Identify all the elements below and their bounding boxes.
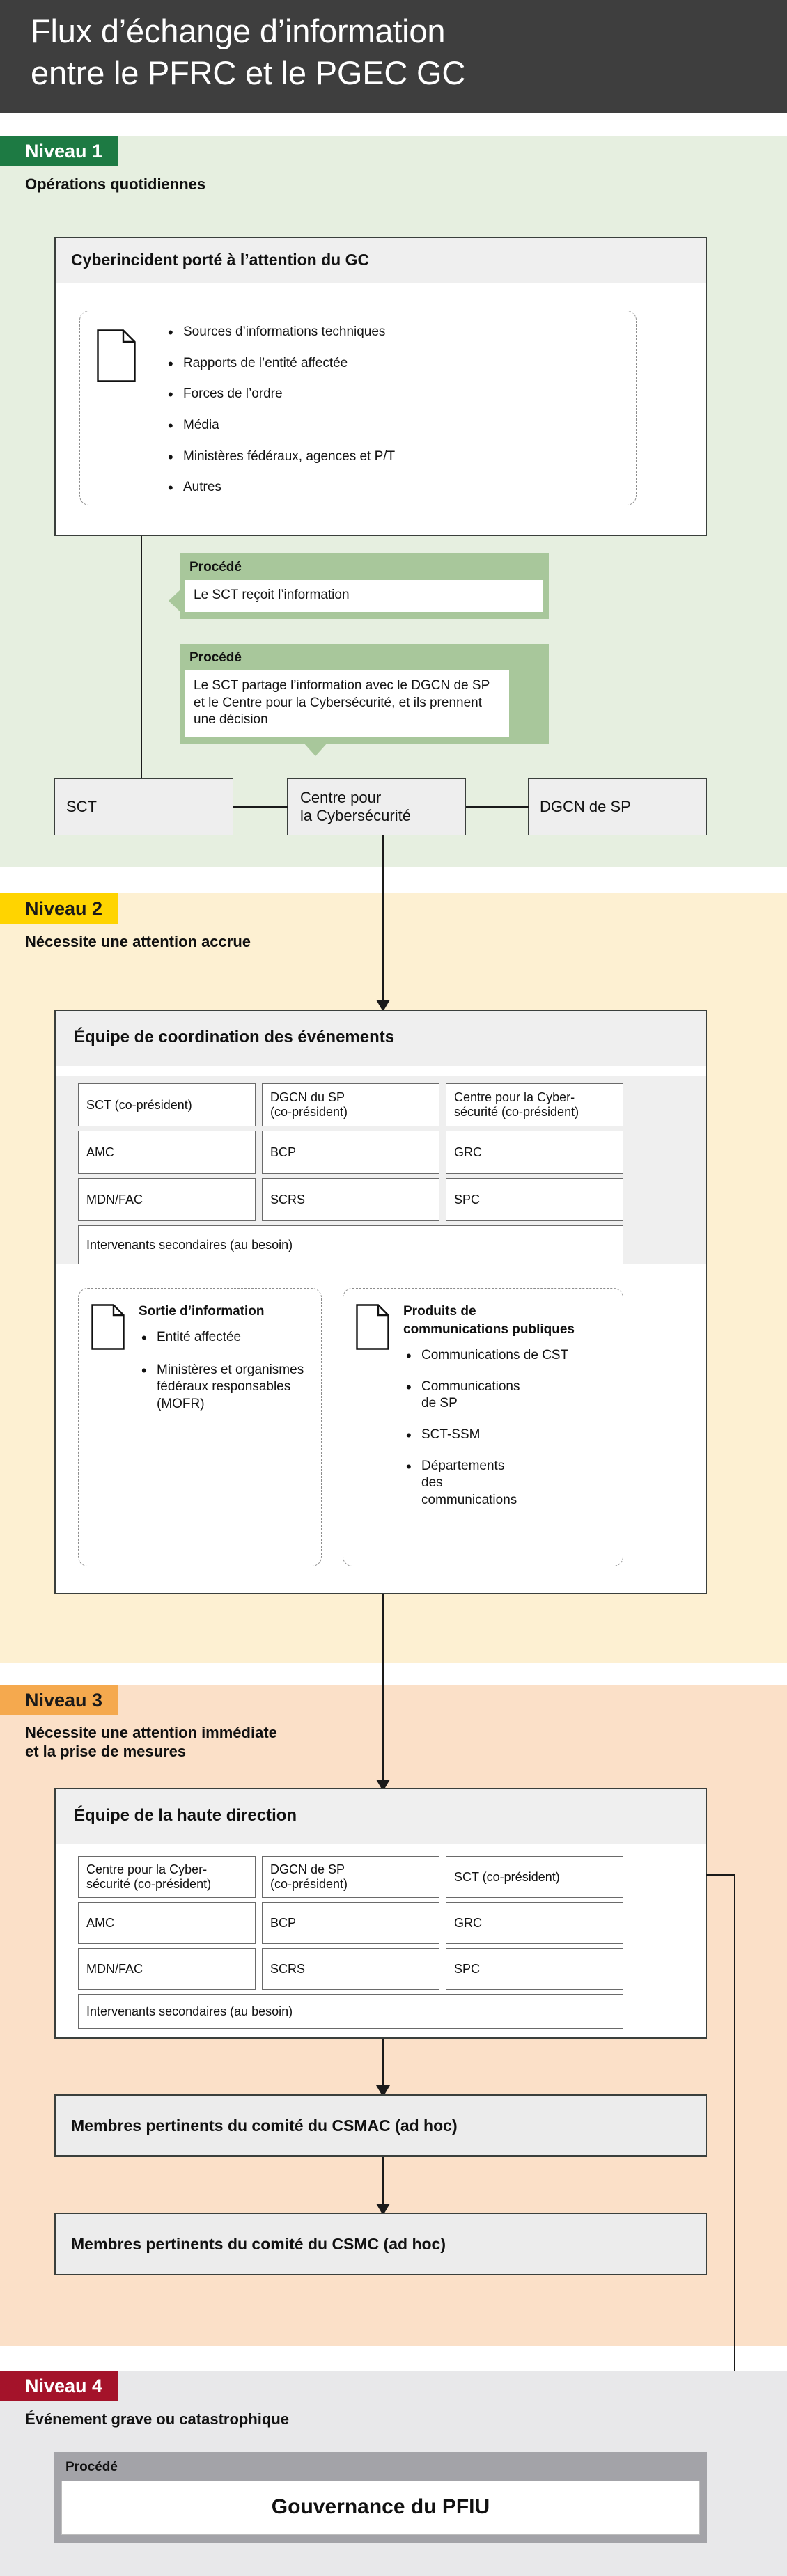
connector-branch-down: [734, 1874, 735, 2403]
connector-centre-to-level2: [382, 835, 384, 1008]
org-box-dgcn-sp[interactable]: DGCN de SP: [528, 778, 707, 835]
event-coordination-panel: Équipe de coordination des événements SC…: [54, 1010, 707, 1594]
event-coordination-panel-title: Équipe de coordination des événements: [56, 1011, 706, 1066]
callout-tail-bottom: [304, 743, 327, 757]
committee-csmac-box[interactable]: Membres pertinents du comité du CSMAC (a…: [54, 2094, 707, 2157]
level-3-badge: Niveau 3: [0, 1685, 118, 1715]
arrowhead-to-csmc: [376, 2204, 390, 2215]
list-item: Entité affectée: [139, 1328, 304, 1348]
list-item: Forces de l’ordre: [165, 385, 611, 405]
level-2-badge: Niveau 2: [0, 893, 118, 924]
output-information-list: Entité affectée Ministères et organismes…: [139, 1328, 304, 1413]
member-cell[interactable]: BCP: [262, 1131, 439, 1174]
level-1-badge: Niveau 1: [0, 136, 118, 166]
list-item: Sources d’informations techniques: [165, 323, 611, 343]
public-communications-heading-line1: Produits de: [403, 1304, 476, 1319]
public-communications-region: Produits de communications publiques Com…: [343, 1288, 623, 1566]
arrowhead-to-level2-panel: [376, 1000, 390, 1012]
member-cell[interactable]: AMC: [78, 1131, 256, 1174]
level-1-subtitle: Opérations quotidiennes: [25, 175, 206, 193]
document-icon: [97, 329, 136, 382]
document-icon: [91, 1304, 125, 1350]
member-cell[interactable]: SCT (co-président): [78, 1083, 256, 1126]
secondary-responders-cell[interactable]: Intervenants secondaires (au besoin): [78, 1994, 623, 2029]
secondary-responders-cell[interactable]: Intervenants secondaires (au besoin): [78, 1225, 623, 1264]
connector-to-csmc: [382, 2157, 384, 2213]
level-4-subtitle: Événement grave ou catastrophique: [25, 2410, 289, 2428]
list-item: Média: [165, 416, 611, 436]
level-2-subtitle: Nécessite une attention accrue: [25, 933, 251, 950]
org-box-centre-cybersecurite[interactable]: Centre pour la Cybersécurité: [287, 778, 466, 835]
callout-tail-left: [169, 590, 180, 612]
process-text[interactable]: Gouvernance du PFIU: [61, 2481, 700, 2535]
member-cell[interactable]: GRC: [446, 1902, 623, 1944]
list-item: Communications de CST: [403, 1346, 612, 1366]
connector-level2-to-level3: [382, 1594, 384, 1788]
process-label: Procédé: [189, 650, 242, 665]
document-icon: [356, 1304, 389, 1350]
page-title-line2: entre le PFRC et le PGEC GC: [31, 54, 466, 91]
connector-centre-dgcn: [466, 806, 529, 808]
list-item: Communications de SP: [403, 1378, 520, 1413]
diagram-title-bar: Flux d’échange d’information entre le PF…: [0, 0, 787, 113]
list-item: SCT-SSM: [403, 1426, 612, 1445]
cyberincident-panel-title: Cyberincident porté à l’attention du GC: [56, 238, 706, 283]
connector-branch-out: [706, 1874, 735, 1876]
process-text: Le SCT reçoit l’information: [185, 580, 543, 612]
page-title-line1: Flux d’échange d’information: [31, 13, 446, 49]
public-communications-list: Communications de CST Communications de …: [403, 1346, 612, 1509]
output-information-region: Sortie d’information Entité affectée Min…: [78, 1288, 322, 1566]
org-box-sct[interactable]: SCT: [54, 778, 233, 835]
process-callout-1: Procédé Le SCT reçoit l’information: [169, 553, 549, 619]
level-3-subtitle-line2: et la prise de mesures: [25, 1742, 187, 1760]
connector-to-csmac: [382, 2039, 384, 2094]
public-communications-heading-line2: communications publiques: [403, 1322, 575, 1337]
level-3-subtitle: Nécessite une attention immédiate et la …: [25, 1724, 277, 1761]
connector-sct-centre: [233, 806, 288, 808]
member-cell[interactable]: DGCN du SP (co-président): [262, 1083, 439, 1126]
connector-panel-to-sct: [141, 536, 142, 787]
governance-process-callout: Procédé Gouvernance du PFIU: [54, 2452, 707, 2543]
list-item: Rapports de l’entité affectée: [165, 354, 611, 374]
list-item: Départements des communications: [403, 1457, 529, 1509]
list-item: Autres: [165, 478, 611, 498]
member-cell[interactable]: MDN/FAC: [78, 1178, 256, 1221]
list-item: Ministères fédéraux, agences et P/T: [165, 448, 611, 467]
member-cell[interactable]: MDN/FAC: [78, 1948, 256, 1990]
member-cell[interactable]: SCRS: [262, 1948, 439, 1990]
member-cell[interactable]: SCRS: [262, 1178, 439, 1221]
arrowhead-to-csmac: [376, 2085, 390, 2097]
member-cell[interactable]: SCT (co-président): [446, 1856, 623, 1898]
member-cell[interactable]: AMC: [78, 1902, 256, 1944]
cyberincident-panel: Cyberincident porté à l’attention du GC …: [54, 237, 707, 536]
member-cell[interactable]: SPC: [446, 1178, 623, 1221]
level-3-subtitle-line1: Nécessite une attention immédiate: [25, 1724, 277, 1741]
member-cell[interactable]: SPC: [446, 1948, 623, 1990]
process-label: Procédé: [189, 560, 242, 574]
committee-csmc-box[interactable]: Membres pertinents du comité du CSMC (ad…: [54, 2213, 707, 2275]
incident-sources-region: Sources d’informations techniques Rappor…: [79, 311, 637, 505]
incident-sources-list: Sources d’informations techniques Rappor…: [165, 323, 611, 498]
member-cell[interactable]: Centre pour la Cyber- sécurité (co-prési…: [78, 1856, 256, 1898]
process-text: Le SCT partage l’information avec le DGC…: [185, 670, 509, 737]
process-callout-2: Procédé Le SCT partage l’information ave…: [180, 644, 549, 757]
member-cell[interactable]: GRC: [446, 1131, 623, 1174]
level-4-badge: Niveau 4: [0, 2371, 118, 2401]
process-label: Procédé: [65, 2460, 118, 2474]
senior-management-panel-title: Équipe de la haute direction: [56, 1789, 706, 1844]
member-cell[interactable]: BCP: [262, 1902, 439, 1944]
member-cell[interactable]: Centre pour la Cyber- sécurité (co-prési…: [446, 1083, 623, 1126]
list-item: Ministères et organismes fédéraux respon…: [139, 1361, 304, 1413]
output-information-heading: Sortie d’information: [139, 1304, 265, 1319]
member-cell[interactable]: DGCN de SP (co-président): [262, 1856, 439, 1898]
senior-management-panel: Équipe de la haute direction Centre pour…: [54, 1788, 707, 2039]
